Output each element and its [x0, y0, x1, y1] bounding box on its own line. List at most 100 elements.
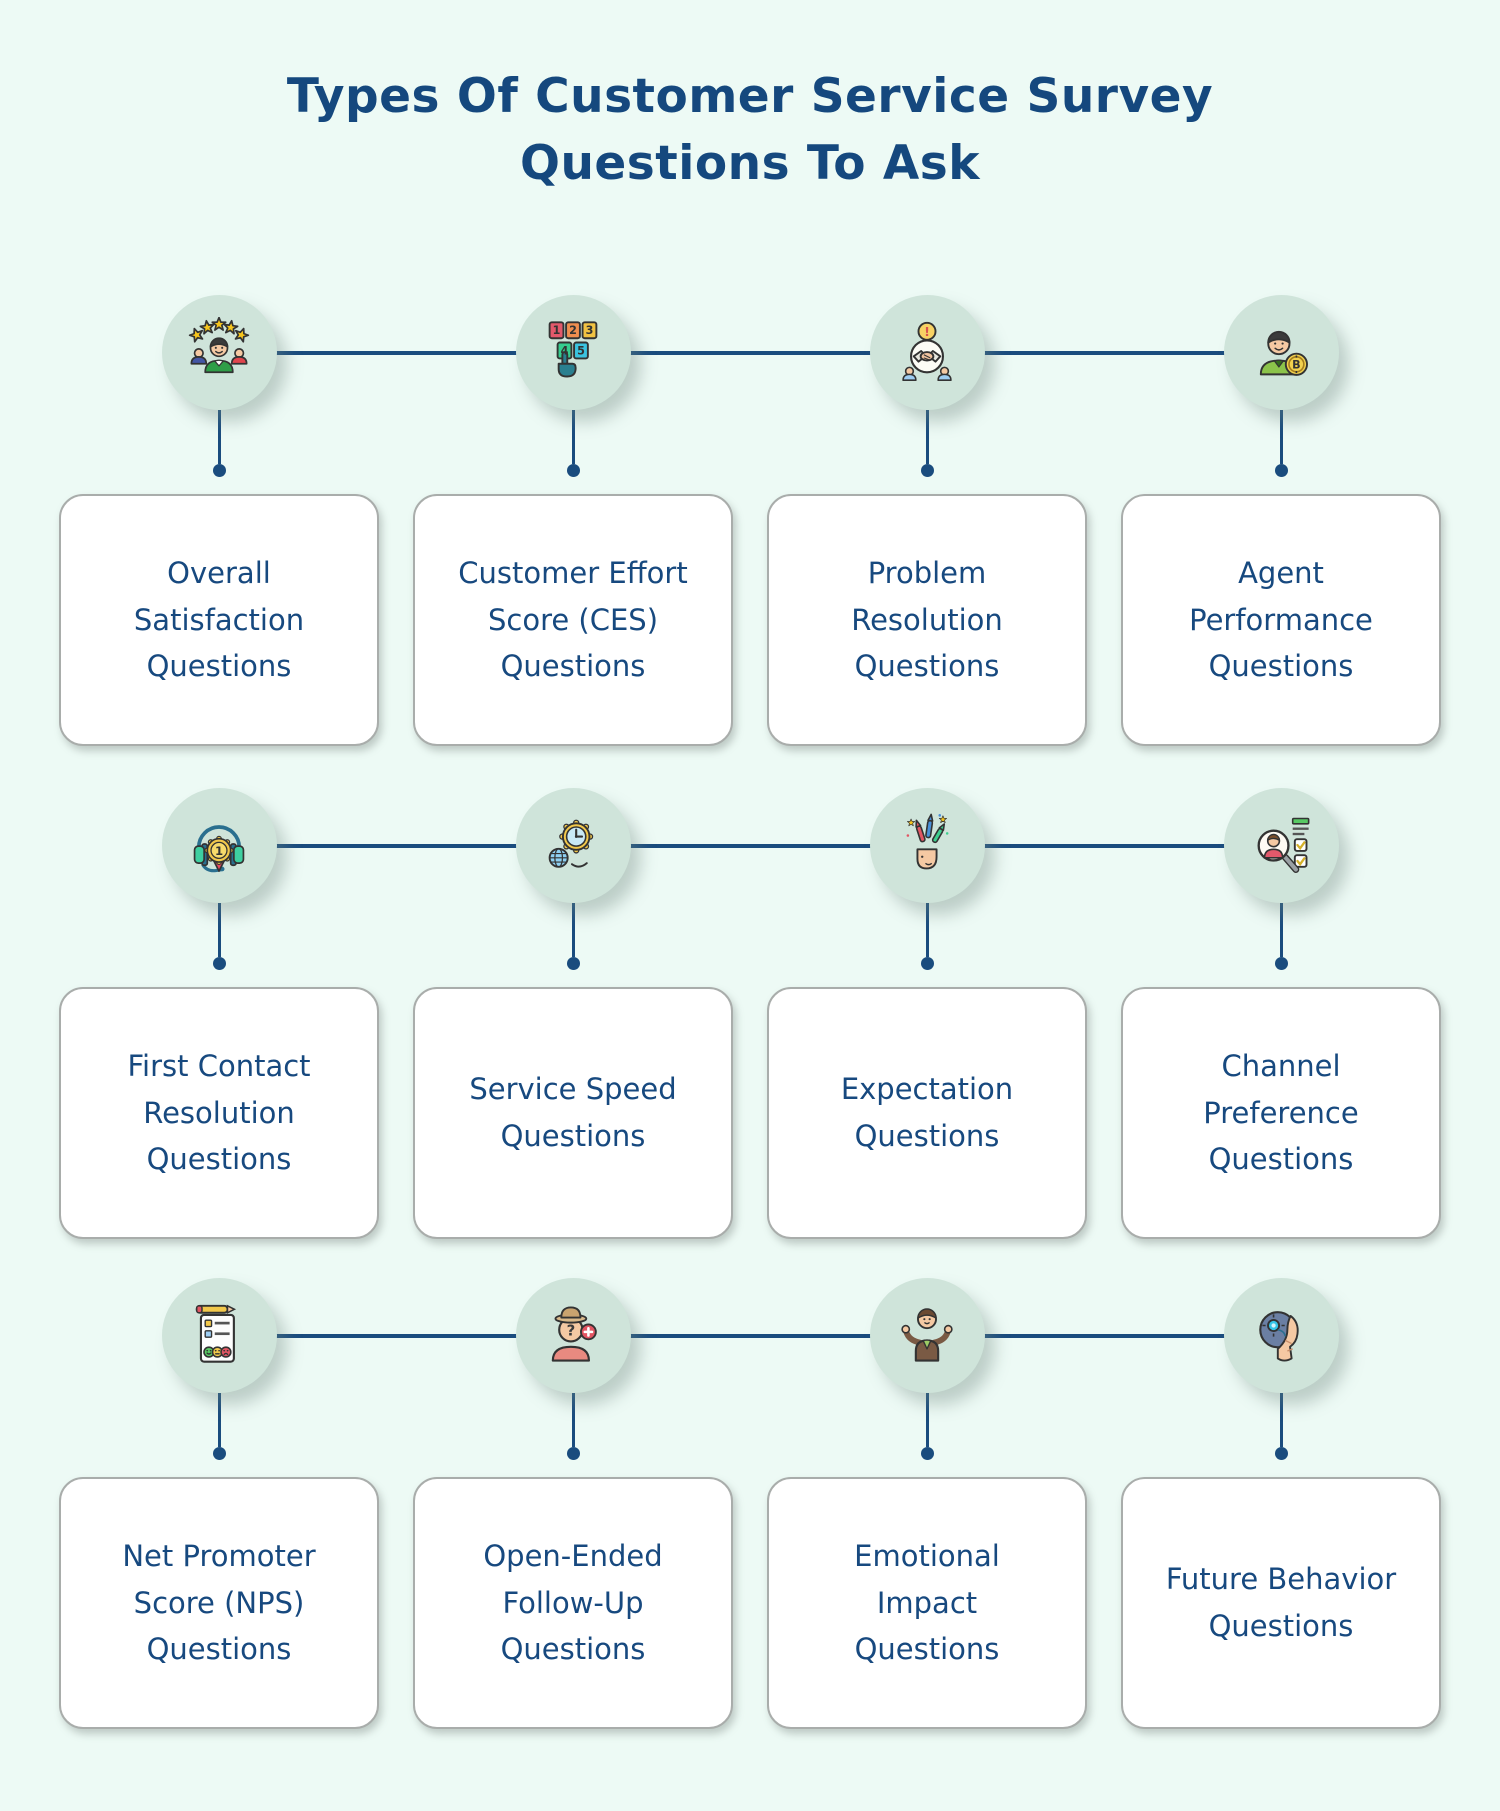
scale-number: 1 [553, 324, 561, 337]
connector-dot [920, 957, 934, 970]
item-future-behavior: Future Behavior Questions [1121, 1278, 1441, 1729]
connector-dot [1274, 957, 1288, 970]
item-open-ended-follow-up: ? Open-Ended Follow-Up Questions [413, 1278, 733, 1729]
connector-dot [920, 464, 934, 477]
item-service-speed: Service Speed Questions [413, 788, 733, 1239]
card-customer-effort-score: Customer Effort Score (CES) Questions [413, 494, 733, 746]
connector-dot [566, 957, 580, 970]
card-label: Channel Preference Questions [1203, 1048, 1359, 1177]
question-glyph: ? [567, 1321, 576, 1339]
connector-dot [1274, 464, 1288, 477]
drop-line [925, 410, 929, 464]
card-label: Future Behavior Questions [1165, 1562, 1397, 1643]
card-emotional-impact: Emotional Impact Questions [767, 1477, 1087, 1729]
drop-line [571, 903, 575, 957]
icon-bubble: 1 2 3 4 5 [515, 295, 631, 410]
item-agent-performance: B Agent Performance Questions [1121, 295, 1441, 746]
scale-number: 2 [569, 324, 577, 337]
row-2: 1 First Contact Resolution Questions [0, 788, 1500, 1239]
scale-number: 3 [586, 324, 594, 337]
icon-bubble [515, 788, 631, 903]
card-label: Emotional Impact Questions [854, 1538, 1000, 1667]
headset-first-place-medal-icon: 1 [185, 810, 253, 882]
card-label: Overall Satisfaction Questions [133, 555, 305, 684]
head-rockets-ideas-icon [893, 810, 961, 882]
drop-line [217, 1393, 221, 1447]
drop-line [1279, 1393, 1283, 1447]
connector-dot [212, 464, 226, 477]
row-1: Overall Satisfaction Questions [0, 295, 1500, 746]
icon-bubble: B [1223, 295, 1339, 410]
card-label: Net Promoter Score (NPS) Questions [122, 1538, 316, 1667]
card-label: Agent Performance Questions [1189, 555, 1373, 684]
card-label: First Contact Resolution Questions [127, 1048, 311, 1177]
connector-dot [566, 464, 580, 477]
question-person-plus-icon: ? [539, 1300, 607, 1372]
icon-bubble [869, 788, 985, 903]
item-overall-satisfaction: Overall Satisfaction Questions [59, 295, 379, 746]
card-problem-resolution: Problem Resolution Questions [767, 494, 1087, 746]
item-problem-resolution: ! Problem Resolution Questions [767, 295, 1087, 746]
drop-line [217, 903, 221, 957]
connector-dot [920, 1447, 934, 1460]
drop-line [217, 410, 221, 464]
card-label: Open-Ended Follow-Up Questions [483, 1538, 663, 1667]
card-label: Service Speed Questions [469, 1072, 677, 1153]
drop-line [571, 1393, 575, 1447]
card-expectation: Expectation Questions [767, 987, 1087, 1239]
satisfaction-stars-people-icon [185, 316, 253, 389]
item-customer-effort-score: 1 2 3 4 5 Customer Effort Score (CES) Qu… [413, 295, 733, 746]
card-label: Problem Resolution Questions [851, 555, 1003, 684]
clock-globe-speed-icon [539, 810, 607, 882]
item-first-contact-resolution: 1 First Contact Resolution Questions [59, 788, 379, 1239]
item-expectation: Expectation Questions [767, 788, 1087, 1239]
survey-emoji-faces-icon [185, 1300, 253, 1372]
connector-dot [212, 957, 226, 970]
card-label: Customer Effort Score (CES) Questions [458, 555, 688, 684]
card-service-speed: Service Speed Questions [413, 987, 733, 1239]
connector-dot [566, 1447, 580, 1460]
card-agent-performance: Agent Performance Questions [1121, 494, 1441, 746]
card-label: Expectation Questions [840, 1072, 1014, 1153]
handshake-alert-icon: ! [893, 317, 961, 389]
row-1-connector-line [219, 351, 1281, 355]
card-open-ended-follow-up: Open-Ended Follow-Up Questions [413, 1477, 733, 1729]
card-overall-satisfaction: Overall Satisfaction Questions [59, 494, 379, 746]
connector-dot [212, 1447, 226, 1460]
row-3: Net Promoter Score (NPS) Questions ? [0, 1278, 1500, 1729]
item-channel-preference: Channel Preference Questions [1121, 788, 1441, 1239]
row-3-connector-line [219, 1334, 1281, 1338]
item-net-promoter-score: Net Promoter Score (NPS) Questions [59, 1278, 379, 1729]
card-future-behavior: Future Behavior Questions [1121, 1477, 1441, 1729]
icon-bubble [1223, 1278, 1339, 1393]
icon-bubble: 1 [161, 788, 277, 903]
drop-line [1279, 903, 1283, 957]
scale-number: 5 [577, 344, 585, 357]
drop-line [925, 1393, 929, 1447]
item-emotional-impact: Emotional Impact Questions [767, 1278, 1087, 1729]
card-net-promoter-score: Net Promoter Score (NPS) Questions [59, 1477, 379, 1729]
row-2-connector-line [219, 844, 1281, 848]
card-first-contact-resolution: First Contact Resolution Questions [59, 987, 379, 1239]
icon-bubble: ! [869, 295, 985, 410]
alert-glyph: ! [924, 325, 930, 340]
icon-bubble: ? [515, 1278, 631, 1393]
shrugging-person-icon [893, 1300, 961, 1372]
page-title: Types Of Customer Service Survey Questio… [286, 69, 1214, 191]
rating-scale-hand-icon: 1 2 3 4 5 [539, 317, 607, 389]
drop-line [1279, 410, 1283, 464]
coin-glyph: B [1292, 358, 1301, 371]
icon-bubble [161, 295, 277, 410]
agent-coin-icon: B [1247, 317, 1315, 389]
drop-line [925, 903, 929, 957]
scale-number: 4 [561, 344, 569, 357]
icon-bubble [869, 1278, 985, 1393]
tech-head-profile-icon [1247, 1300, 1315, 1372]
medal-glyph: 1 [215, 843, 223, 857]
icon-bubble [161, 1278, 277, 1393]
connector-dot [1274, 1447, 1288, 1460]
icon-bubble [1223, 788, 1339, 903]
card-channel-preference: Channel Preference Questions [1121, 987, 1441, 1239]
drop-line [571, 410, 575, 464]
